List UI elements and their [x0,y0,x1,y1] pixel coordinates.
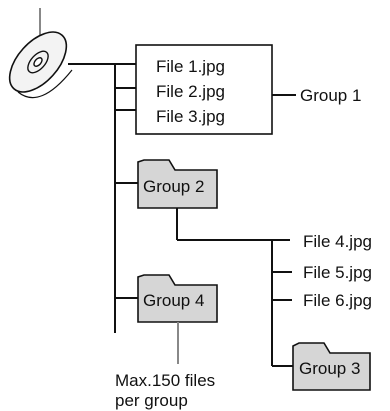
file-5-label: File 5.jpg [303,263,372,282]
disc-icon [8,31,73,99]
file-6-label: File 6.jpg [303,291,372,310]
file-3-label: File 3.jpg [156,107,225,126]
file-4-label: File 4.jpg [303,232,372,251]
group-2-label: Group 2 [143,177,204,196]
group-4-folder-icon [137,274,218,323]
note-line-2: per group [115,391,188,410]
group-1-files-box [135,44,273,135]
group-3-folder-icon [292,342,371,391]
group-4-label: Group 4 [143,291,204,310]
note-line-1: Max.150 files [115,371,215,390]
group-3-label: Group 3 [299,359,360,378]
file-1-label: File 1.jpg [156,57,225,76]
group-2-folder-icon [137,159,218,209]
group-1-label: Group 1 [300,86,361,105]
file-2-label: File 2.jpg [156,82,225,101]
